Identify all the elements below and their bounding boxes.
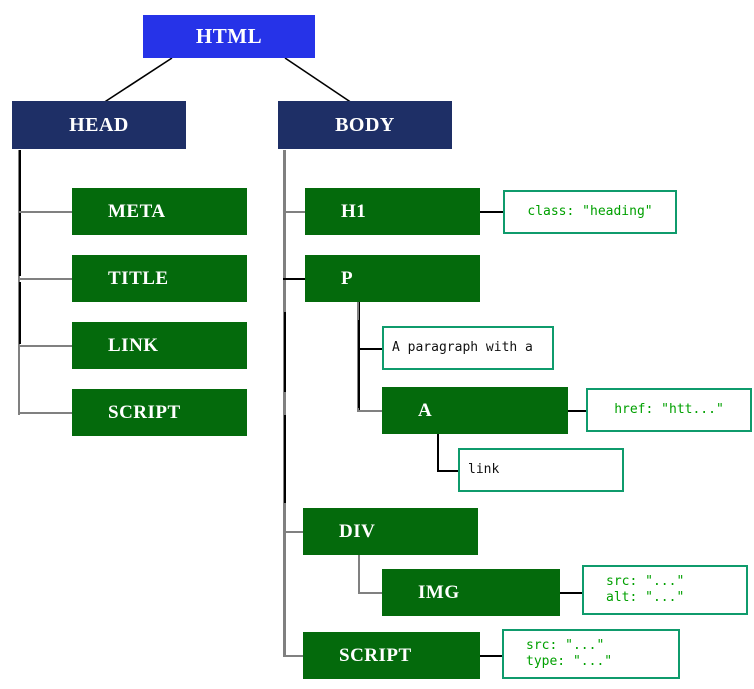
connector-p-to-text-node xyxy=(358,348,382,350)
node-link[interactable]: LINK xyxy=(72,322,247,369)
connector-body-trunk-seg2 xyxy=(284,415,286,503)
node-body-label: BODY xyxy=(335,113,395,136)
text-node-link-text: link xyxy=(468,462,500,477)
node-meta-label: META xyxy=(108,200,166,222)
connector-div-img-trunk xyxy=(358,554,360,594)
node-h1[interactable]: H1 xyxy=(305,188,480,235)
node-div-label: DIV xyxy=(339,520,376,542)
node-body-script[interactable]: SCRIPT xyxy=(303,632,480,679)
node-h1-label: H1 xyxy=(341,200,367,222)
node-div[interactable]: DIV xyxy=(303,508,478,555)
connector-body-trunk-seg1 xyxy=(284,312,286,392)
connector-a-to-href-attr xyxy=(568,410,586,412)
attr-a-href-text: href: "htt..." xyxy=(614,402,724,417)
connector-head-trunk-seg1 xyxy=(19,150,21,276)
node-body[interactable]: BODY xyxy=(278,101,452,149)
attr-box-script[interactable]: src: "..." type: "..." xyxy=(502,629,680,679)
connector-body-to-div xyxy=(283,531,305,533)
node-a[interactable]: A xyxy=(382,387,568,434)
connector-a-text-trunk xyxy=(437,432,439,472)
node-img-label: IMG xyxy=(418,581,460,603)
node-img[interactable]: IMG xyxy=(382,569,560,616)
node-head-label: HEAD xyxy=(69,113,129,136)
connector-html-children xyxy=(99,57,356,106)
node-title[interactable]: TITLE xyxy=(72,255,247,302)
connector-p-to-a xyxy=(358,410,382,412)
attr-h1-class-text: class: "heading" xyxy=(527,204,653,219)
connector-head-to-meta xyxy=(18,211,72,213)
attr-script-src-text: src: "..." xyxy=(526,638,605,653)
connector-head-to-link xyxy=(18,345,72,347)
node-a-label: A xyxy=(418,399,433,421)
node-html[interactable]: HTML xyxy=(143,15,315,58)
node-head-script[interactable]: SCRIPT xyxy=(72,389,247,436)
node-body-script-label: SCRIPT xyxy=(339,644,412,666)
node-link-label: LINK xyxy=(108,334,159,356)
attr-img-alt-text: alt: "..." xyxy=(606,590,685,605)
attr-box-img[interactable]: src: "..." alt: "..." xyxy=(582,565,748,615)
connector-head-trunk-seg2 xyxy=(19,282,21,344)
connector-script-to-attrs xyxy=(480,655,502,657)
node-p-label: P xyxy=(341,267,354,289)
node-html-label: HTML xyxy=(195,24,263,48)
attr-box-a-href[interactable]: href: "htt..." xyxy=(586,388,752,432)
text-node-box-paragraph[interactable]: A paragraph with a xyxy=(382,326,554,370)
connector-h1-to-class-attr xyxy=(480,211,506,213)
connector-img-to-attrs xyxy=(560,592,582,594)
connector-body-to-script xyxy=(283,655,305,657)
connector-head-to-title xyxy=(18,278,72,280)
node-p[interactable]: P xyxy=(305,255,480,302)
connector-a-to-text-node xyxy=(437,470,458,472)
connector-body-to-h1 xyxy=(283,211,305,213)
node-head-script-label: SCRIPT xyxy=(108,401,181,423)
attr-img-src-text: src: "..." xyxy=(606,574,685,589)
text-node-box-link[interactable]: link xyxy=(458,448,624,492)
attr-box-h1-class[interactable]: class: "heading" xyxy=(503,190,677,234)
node-head[interactable]: HEAD xyxy=(12,101,186,149)
attr-script-type-text: type: "..." xyxy=(526,654,613,669)
text-node-paragraph-text: A paragraph with a xyxy=(392,340,533,355)
node-title-label: TITLE xyxy=(108,267,169,289)
connector-head-to-script xyxy=(18,412,72,414)
connector-body-trunk xyxy=(283,150,286,656)
connector-p-subtree-trunk-dark xyxy=(358,320,360,408)
connector-div-to-img xyxy=(358,592,382,594)
node-meta[interactable]: META xyxy=(72,188,247,235)
connector-body-to-p xyxy=(283,278,305,280)
